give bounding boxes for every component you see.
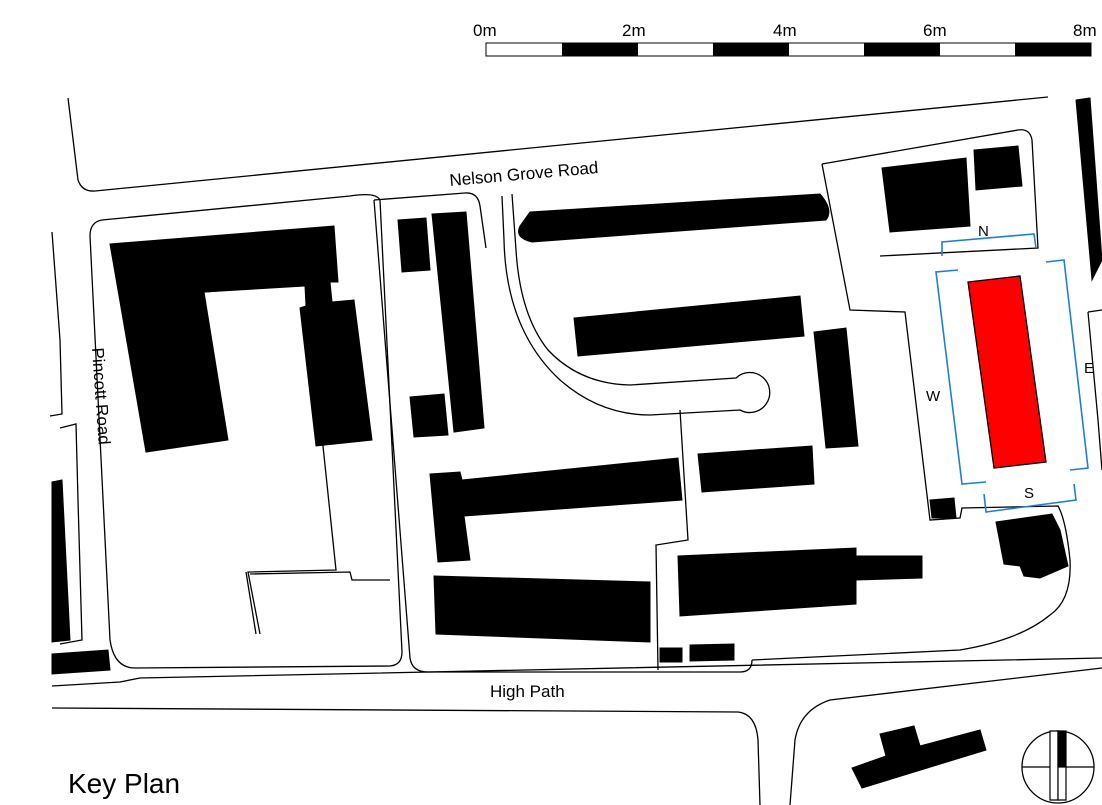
building xyxy=(697,445,815,493)
building xyxy=(51,479,71,643)
building xyxy=(973,145,1023,191)
scale-segment xyxy=(562,43,638,56)
elevation-label-north: N xyxy=(978,223,989,240)
building xyxy=(518,193,830,243)
building xyxy=(409,393,449,438)
key-plan-title: Key Plan xyxy=(68,768,180,799)
building xyxy=(659,647,683,663)
scale-segment xyxy=(864,43,940,56)
building xyxy=(433,575,651,643)
elevation-label-west: W xyxy=(926,388,941,405)
site-building xyxy=(967,275,1047,469)
scale-segment xyxy=(1015,43,1091,56)
elevation-label-south: S xyxy=(1024,485,1034,502)
elevation-label-east: E xyxy=(1084,360,1094,377)
scale-label-6: 6m xyxy=(923,21,947,40)
building xyxy=(851,725,987,789)
building xyxy=(813,327,859,449)
road-outlines xyxy=(49,96,1102,805)
scale-segment xyxy=(713,43,789,56)
scale-label-4: 4m xyxy=(773,21,797,40)
buildings xyxy=(51,97,1102,789)
building xyxy=(429,457,683,563)
scale-label-8: 8m xyxy=(1073,21,1097,40)
building xyxy=(929,497,957,519)
north-arrow-icon xyxy=(1021,730,1095,804)
building xyxy=(431,211,485,433)
building xyxy=(397,217,431,273)
building xyxy=(51,649,111,675)
scale-label-2: 2m xyxy=(622,21,646,40)
building xyxy=(573,295,805,357)
building xyxy=(677,547,923,617)
building xyxy=(1075,97,1102,282)
scale-label-0: 0m xyxy=(473,21,497,40)
road-label-nelson-grove: Nelson Grove Road xyxy=(449,158,599,190)
building xyxy=(995,513,1069,579)
road-label-pincott: Pincott Road xyxy=(88,347,114,445)
scale-bar: 0m 2m 4m 6m 8m xyxy=(473,21,1097,57)
building xyxy=(689,643,735,662)
building xyxy=(109,225,373,453)
elevation-boundary xyxy=(935,233,1089,513)
road-label-high-path: High Path xyxy=(490,682,565,701)
building xyxy=(881,157,971,233)
